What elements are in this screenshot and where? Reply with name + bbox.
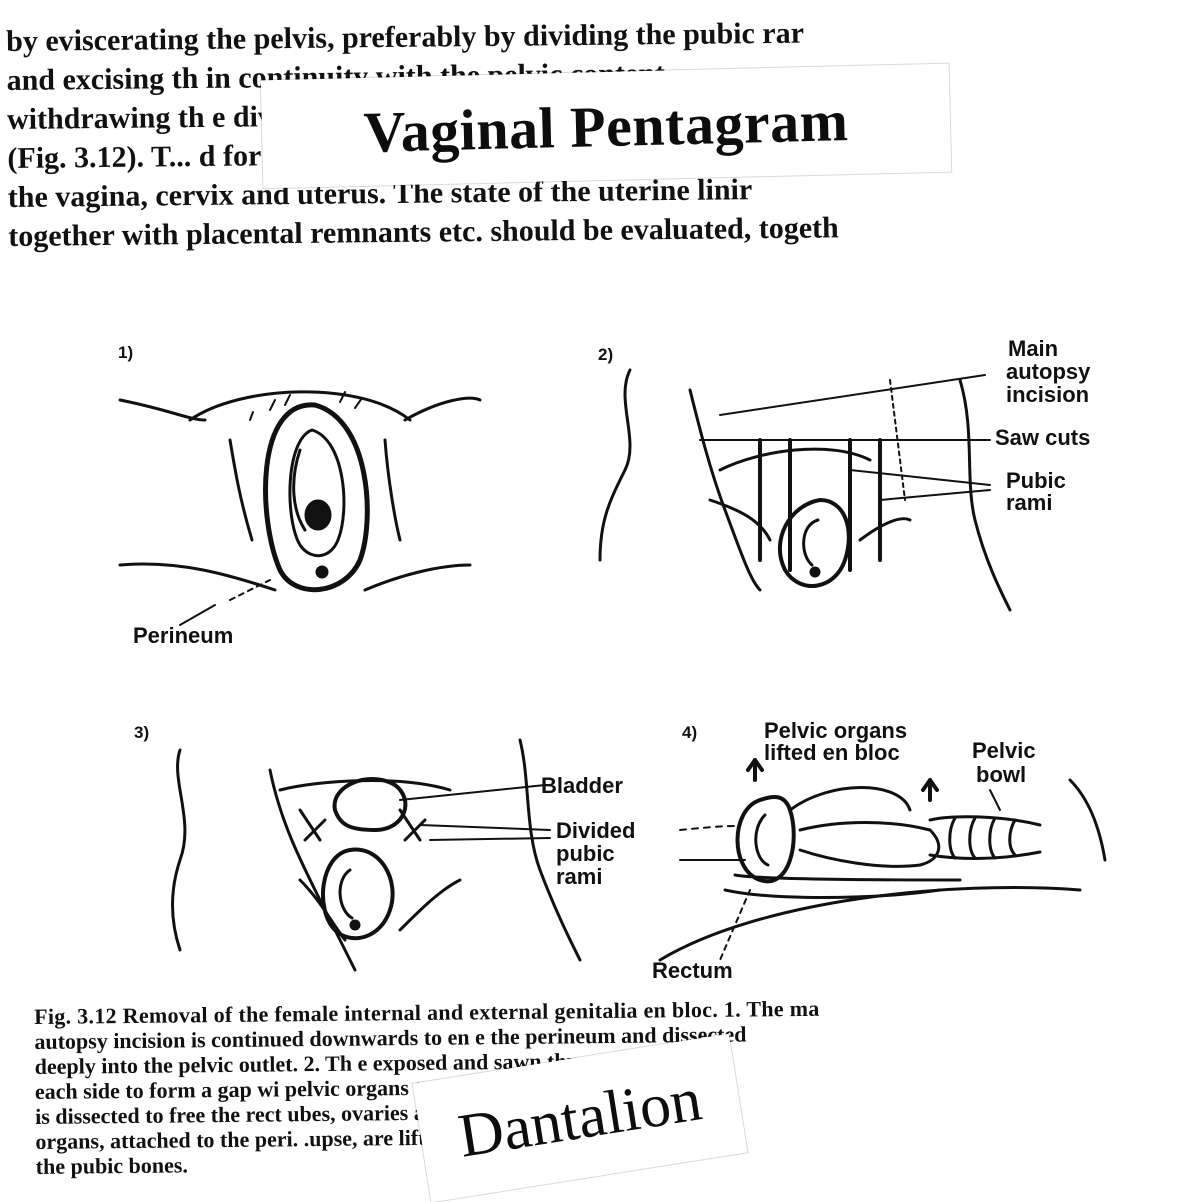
anatomical-figure (118, 368, 1107, 972)
panel-2-drawing (598, 368, 1012, 612)
label-pelvic: Pelvic (972, 738, 1036, 763)
panel-2-number: 2) (598, 345, 614, 364)
label-perineum: Perineum (133, 623, 234, 648)
label-rami: rami (1006, 490, 1053, 515)
panel-1-drawing (118, 390, 482, 626)
panel-3-drawing (171, 738, 582, 972)
label-main: Main (1008, 336, 1059, 361)
label-lifted-en-bloc: lifted en bloc (764, 740, 900, 765)
panel-4-drawing (658, 758, 1107, 962)
panel-4-number: 4) (682, 723, 698, 742)
label-pubic-3: pubic (556, 841, 615, 866)
label-rectum: Rectum (652, 958, 733, 983)
overlay-signature: Dantalion (453, 1064, 706, 1171)
label-saw-cuts: Saw cuts (995, 425, 1091, 450)
label-pelvic-organs: Pelvic organs (764, 718, 908, 743)
label-divided: Divided (556, 818, 636, 843)
panel-3-number: 3) (134, 723, 150, 742)
label-incision: incision (1006, 382, 1090, 407)
label-pubic: Pubic (1006, 468, 1066, 493)
label-autopsy: autopsy (1006, 359, 1091, 384)
label-bowl: bowl (976, 762, 1027, 787)
label-bladder: Bladder (541, 773, 623, 798)
panel-1-number: 1) (118, 343, 134, 362)
label-rami-3: rami (556, 864, 603, 889)
